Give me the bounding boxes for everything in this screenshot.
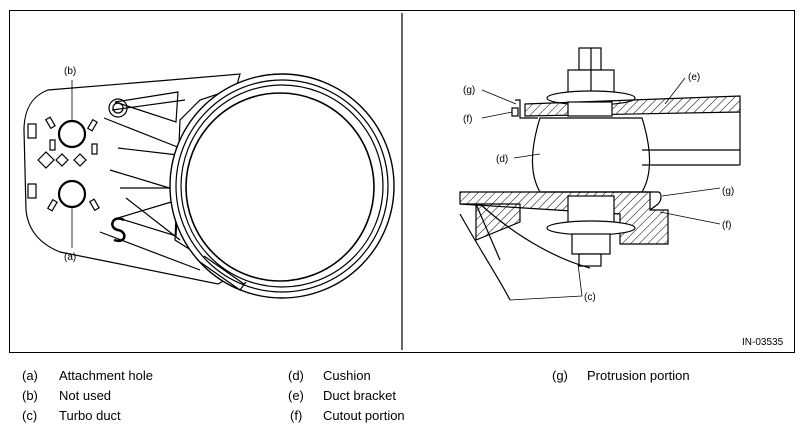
legend-code: (e) (288, 388, 304, 403)
legend-text: Cushion (323, 368, 371, 383)
figure-frame (9, 10, 795, 353)
right-view (459, 47, 741, 301)
callout-b: (b) (64, 66, 76, 77)
legend-item-a: (a) Attachment hole (22, 368, 272, 384)
callout-e: (e) (688, 72, 700, 83)
legend-item-c: (c) Turbo duct (22, 408, 272, 424)
legend-text: Duct bracket (323, 388, 396, 403)
callout-g-top: (g) (463, 85, 475, 96)
callout-g-bottom: (g) (722, 186, 734, 197)
callout-c: (c) (584, 292, 596, 303)
callout-a: (a) (64, 252, 76, 263)
legend-item-f: (f) Cutout portion (290, 408, 530, 424)
callout-f-top: (f) (463, 114, 472, 125)
left-view (23, 73, 395, 299)
legend-text: Cutout portion (323, 408, 405, 423)
bolt-lower (567, 195, 615, 225)
callout-d: (d) (496, 154, 508, 165)
legend-item-d: (d) Cushion (288, 368, 528, 384)
duct-ring-outer (169, 73, 395, 299)
legend-text: Turbo duct (59, 408, 121, 423)
legend-code: (a) (22, 368, 38, 383)
callout-f-bottom: (f) (722, 220, 731, 231)
legend-item-b: (b) Not used (22, 388, 272, 404)
bolt-top (578, 47, 602, 71)
legend-code: (d) (288, 368, 304, 383)
legend-code: (c) (22, 408, 38, 423)
legend-text: Attachment hole (59, 368, 153, 383)
legend-code: (b) (22, 388, 38, 403)
legend-text: Protrusion portion (587, 368, 690, 383)
small-ring (108, 98, 128, 118)
duct-ring-inner (185, 92, 375, 282)
legend-item-g: (g) Protrusion portion (552, 368, 792, 384)
legend-text: Not used (59, 388, 112, 403)
legend-code: (f) (290, 408, 303, 423)
turbo-duct (459, 213, 511, 301)
cushion (531, 117, 651, 193)
figure-id: IN-03535 (742, 337, 784, 348)
legend-code: (g) (552, 368, 568, 383)
s-mark (111, 217, 126, 243)
legend-item-e: (e) Duct bracket (288, 388, 528, 404)
